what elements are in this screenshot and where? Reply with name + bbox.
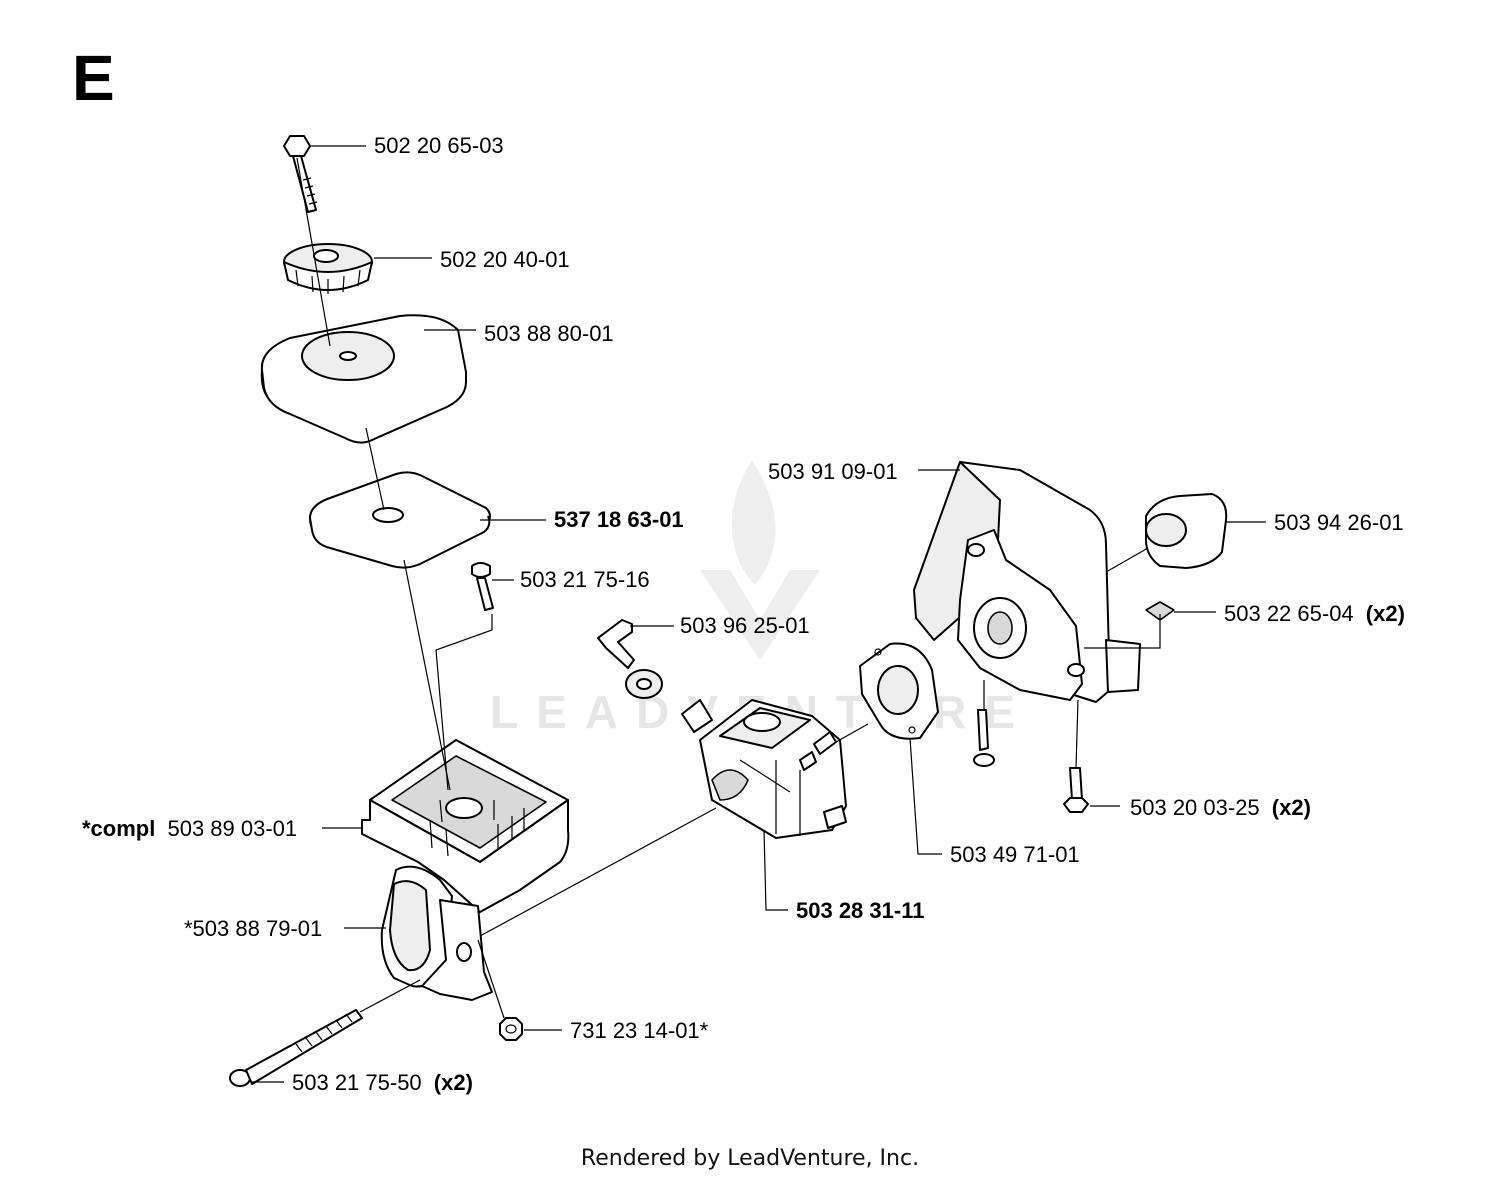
part-labels: 502 20 65-03 502 20 40-01 503 88 80-01 5… — [82, 133, 1405, 1095]
part-prefix: *compl — [82, 816, 155, 841]
part-quantity: (x2) — [1272, 795, 1311, 820]
knob-part — [283, 243, 373, 294]
part-number: 503 22 65-04 — [1224, 601, 1354, 626]
part-number-label: 503 96 25-01 — [680, 613, 810, 638]
screw-small-part — [471, 562, 494, 611]
watermark-v-icon — [700, 570, 820, 660]
section-letter: E — [72, 42, 115, 114]
part-number-label: 503 21 75-50 (x2) — [292, 1070, 473, 1095]
part-quantity: (x2) — [1366, 601, 1405, 626]
part-number-label: 503 22 65-04 (x2) — [1224, 601, 1405, 626]
part-number-label: 503 91 09-01 — [768, 459, 898, 484]
part-number-label: 503 49 71-01 — [950, 842, 1080, 867]
part-number-label: 731 23 14-01* — [570, 1018, 709, 1043]
part-number: 503 21 75-50 — [292, 1070, 422, 1095]
sleeve-part — [1145, 493, 1228, 569]
carburetor-part — [681, 699, 847, 839]
part-number-label: 503 28 31-11 — [796, 898, 924, 923]
square-nut-part — [1145, 601, 1175, 621]
air-filter-part — [309, 471, 491, 569]
part-quantity: (x2) — [434, 1070, 473, 1095]
watermark-flame-icon — [731, 460, 776, 585]
air-filter-cover-part — [260, 314, 467, 444]
part-number-label: 503 20 03-25 (x2) — [1130, 795, 1311, 820]
part-number-label: *503 88 79-01 — [184, 916, 322, 941]
screw-right-part — [1063, 767, 1089, 813]
footer-credit: Rendered by LeadVenture, Inc. — [580, 1146, 920, 1171]
part-number: 503 20 03-25 — [1130, 795, 1260, 820]
intake-screw-part — [973, 709, 995, 767]
part-number-label: 537 18 63-01 — [554, 507, 684, 532]
part-number-label: *compl 503 89 03-01 — [82, 816, 297, 841]
part-number-label: 503 94 26-01 — [1274, 510, 1404, 535]
intake-cover-part — [913, 461, 1141, 703]
part-number-label: 502 20 40-01 — [440, 247, 570, 272]
part-number-label: 502 20 65-03 — [374, 133, 504, 158]
part-number-label: 503 21 75-16 — [520, 567, 650, 592]
filter-housing-part — [361, 739, 570, 913]
long-bolt-part — [229, 1009, 363, 1087]
trigger-part — [380, 865, 493, 1001]
part-number-label: 503 88 80-01 — [484, 321, 614, 346]
leader-lines — [252, 145, 1266, 1083]
gasket-part — [859, 642, 939, 740]
nut-part — [499, 1017, 523, 1041]
choke-lever-part — [597, 619, 663, 699]
part-number: 503 89 03-01 — [167, 816, 297, 841]
bolt-top-part — [283, 135, 318, 213]
